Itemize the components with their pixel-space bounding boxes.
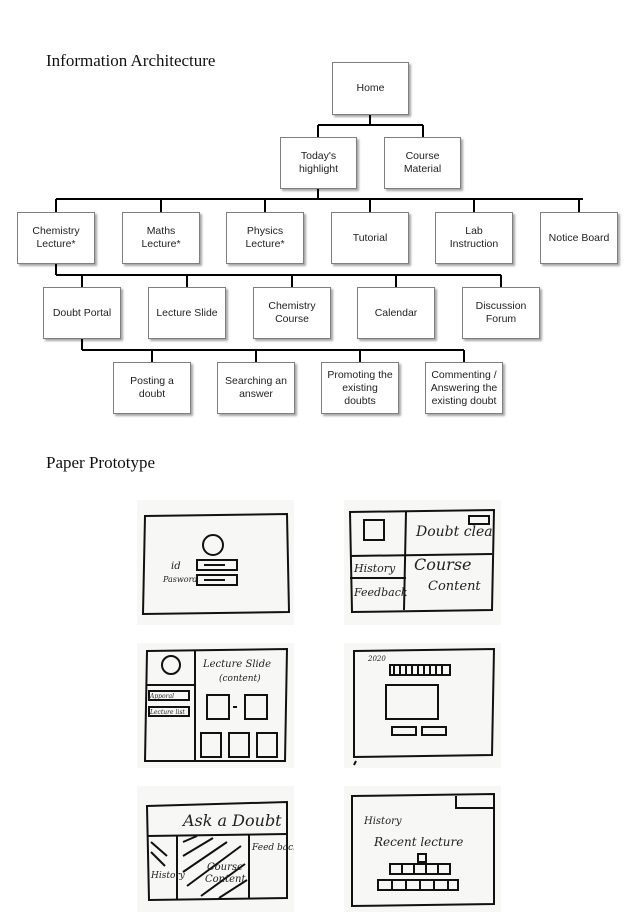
node-searching-answer: Searching an answer [217, 362, 295, 414]
node-chemistry-lecture: Chemistry Lecture* [17, 212, 95, 264]
sketch-ask-doubt-screen: Ask a Doubt Feed back Course Content His… [137, 786, 294, 912]
sketch-lecture-screen: Lecture Slide (content) Apporal Lecture … [137, 643, 294, 768]
node-calendar: Calendar [357, 287, 435, 339]
node-home: Home [332, 62, 409, 115]
sketch-home-course: Course [414, 555, 472, 574]
node-promoting-doubts: Promoting the existing doubts [321, 362, 399, 414]
sketch-calendar-year: 2020 [367, 655, 386, 663]
sketch-lecture-side2: Lecture list [149, 709, 185, 716]
sketch-ask-feedback: Feed back [251, 843, 294, 853]
node-discussion-forum: Discussion Forum [462, 287, 540, 339]
sketch-recent-lecture: Recent lecture [373, 835, 463, 849]
sketch-home-doubt: Doubt clea [415, 524, 493, 540]
node-todays-highlight: Today's highlight [280, 137, 357, 189]
node-posting-doubt: Posting a doubt [113, 362, 191, 414]
node-course-material: Course Material [384, 137, 461, 189]
node-lab-instruction: Lab Instruction [435, 212, 513, 264]
sketch-ask-title: Ask a Doubt [181, 811, 282, 830]
sketch-ask-history: History [150, 871, 186, 881]
sketch-calendar-screen: 2020 [344, 643, 501, 768]
sketch-home-content: Content [428, 579, 481, 594]
node-maths-lecture: Maths Lecture* [122, 212, 200, 264]
sketch-login-id: id [171, 561, 181, 572]
sketch-home-screen: Doubt clea History Feedback Course Conte… [344, 500, 501, 625]
sketch-home-history: History [353, 562, 396, 575]
node-doubt-portal: Doubt Portal [43, 287, 121, 339]
sketch-login-password: Pasword [162, 575, 198, 584]
paper-prototype-heading: Paper Prototype [46, 453, 156, 472]
node-physics-lecture: Physics Lecture* [226, 212, 304, 264]
info-architecture-heading: Information Architecture [46, 51, 216, 70]
sketch-login-screen: id Pasword [137, 500, 294, 625]
sketch-lecture-title: Lecture Slide [202, 659, 271, 670]
node-chemistry-course: Chemistry Course [253, 287, 331, 339]
node-lecture-slide: Lecture Slide [148, 287, 226, 339]
sketch-lecture-subtitle: (content) [219, 673, 261, 684]
node-tutorial: Tutorial [331, 212, 409, 264]
sketch-recent-lecture-screen: History Recent lecture [344, 786, 501, 912]
sketch-home-feedback: Feedback [353, 586, 408, 599]
sketch-ask-content: Content [205, 874, 246, 885]
sketch-ask-course: Course [207, 862, 243, 873]
node-commenting-answering: Commenting / Answering the existing doub… [425, 362, 503, 414]
node-notice-board: Notice Board [540, 212, 618, 264]
sketch-lecture-side1: Apporal [149, 693, 174, 700]
sketch-recent-history: History [363, 816, 402, 827]
